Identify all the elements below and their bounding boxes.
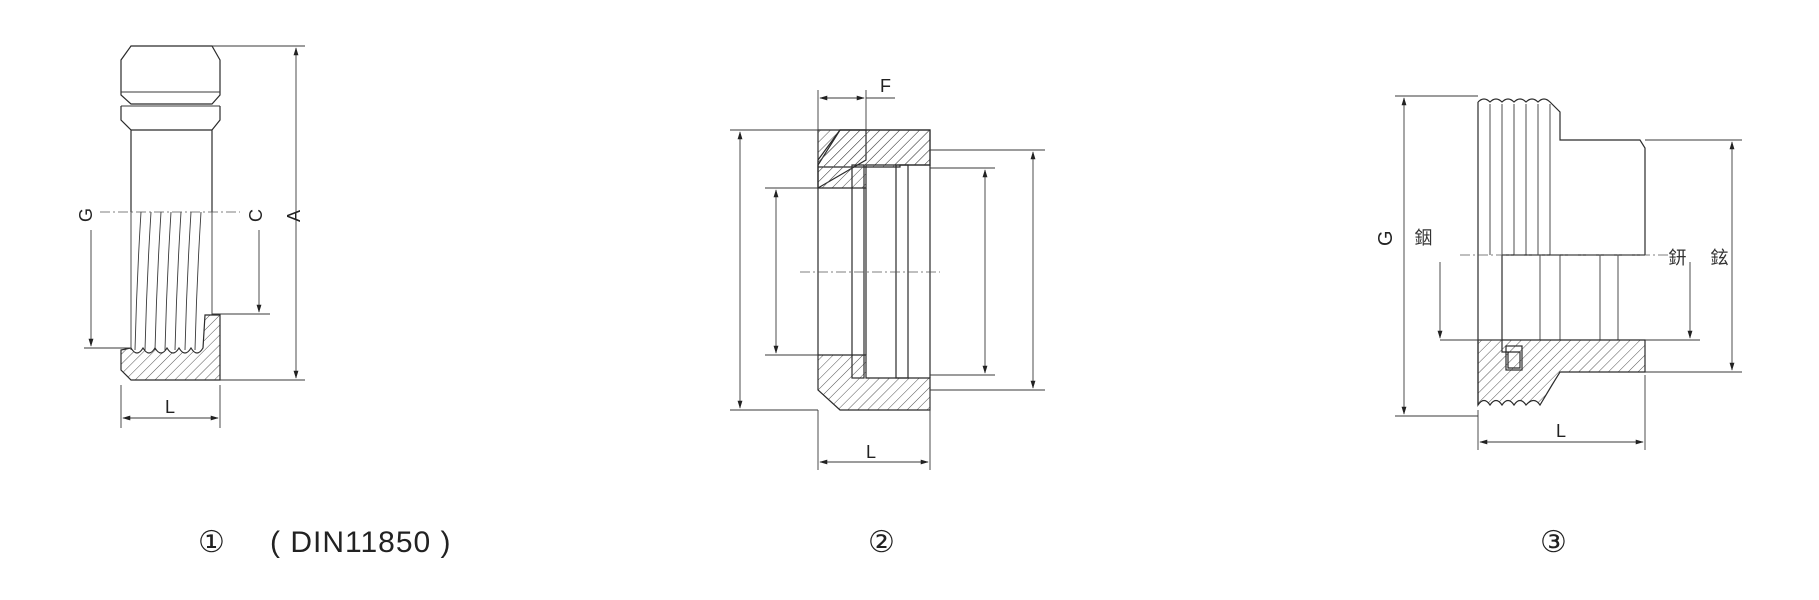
ferrule-top-profile — [1477, 98, 1646, 255]
hex-head-outline — [120, 45, 221, 105]
ferrule-thread-lines — [1489, 104, 1551, 255]
caption-number-1: ① — [198, 525, 225, 560]
ferrule-hatched-section — [1477, 339, 1646, 407]
caption-note-din: ( DIN11850 ) — [270, 526, 452, 559]
figure-1-nut: G C A L ① ( DIN11850 ) — [76, 45, 452, 560]
nut-hatched-section — [120, 314, 221, 381]
label-f: F — [880, 76, 891, 96]
figure-3-ferrule: G L 銦 鈃 鉉 ③ — [1375, 95, 1742, 560]
label-g: G — [76, 208, 96, 222]
label-g-3: G — [1375, 230, 1397, 246]
groove-1 — [851, 164, 865, 379]
body-right-edge — [211, 106, 221, 212]
ring-lower-section — [817, 354, 931, 411]
label-a: A — [284, 210, 304, 222]
label-c: C — [246, 209, 266, 222]
groove-2 — [895, 164, 909, 379]
caption-number-2: ② — [868, 525, 895, 560]
ferrule-undercut — [1505, 345, 1523, 371]
label-left-vertical: 銦 — [1412, 228, 1433, 246]
figure-2-ring: F L ② — [730, 76, 1045, 560]
label-right-vertical: 鉉 — [1708, 248, 1729, 266]
ring-upper-section — [817, 129, 931, 189]
label-l: L — [165, 397, 175, 417]
thread-lines — [130, 211, 213, 351]
label-mid-vertical: 鈃 — [1666, 248, 1687, 266]
label-l-3: L — [1556, 421, 1566, 441]
body-left-edge — [120, 106, 132, 212]
caption-number-3: ③ — [1540, 525, 1567, 560]
label-l-2: L — [866, 442, 876, 462]
